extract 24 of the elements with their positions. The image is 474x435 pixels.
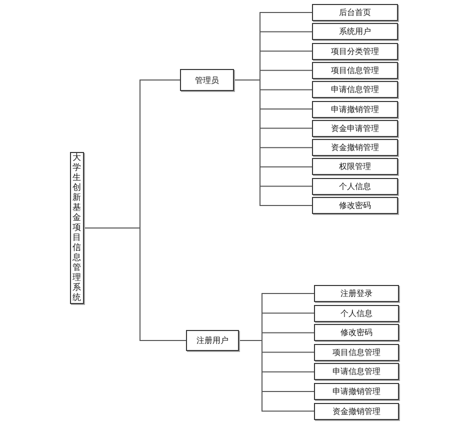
function-box: 个人信息 xyxy=(314,304,399,322)
function-box: 系统用户 xyxy=(312,23,398,40)
function-box: 注册登录 xyxy=(314,285,399,302)
function-box: 申请信息管理 xyxy=(312,81,398,98)
function-box: 项目信息管理 xyxy=(312,62,398,79)
function-box: 申请撤销管理 xyxy=(312,100,398,118)
connector-line xyxy=(234,80,312,206)
system-box: 大学生创新基金项目信息管理系统 xyxy=(70,152,84,304)
function-box: 个人信息 xyxy=(312,178,398,195)
function-box: 项目信息管理 xyxy=(314,344,399,361)
function-box: 权限管理 xyxy=(312,158,398,176)
connector-line xyxy=(84,228,186,341)
function-box: 后台首页 xyxy=(312,4,398,21)
function-box: 申请撤销管理 xyxy=(314,383,399,400)
function-box: 修改密码 xyxy=(314,324,399,342)
function-box: 资金撤销管理 xyxy=(314,402,399,420)
function-box: 项目分类管理 xyxy=(312,42,398,60)
connector-line xyxy=(238,340,314,412)
function-box: 申请信息管理 xyxy=(314,363,399,380)
role-box: 注册用户 xyxy=(186,330,239,351)
role-box: 管理员 xyxy=(180,69,234,91)
function-box: 资金撤销管理 xyxy=(312,139,398,156)
function-box: 修改密码 xyxy=(312,197,398,214)
function-box: 资金申请管理 xyxy=(312,120,398,137)
